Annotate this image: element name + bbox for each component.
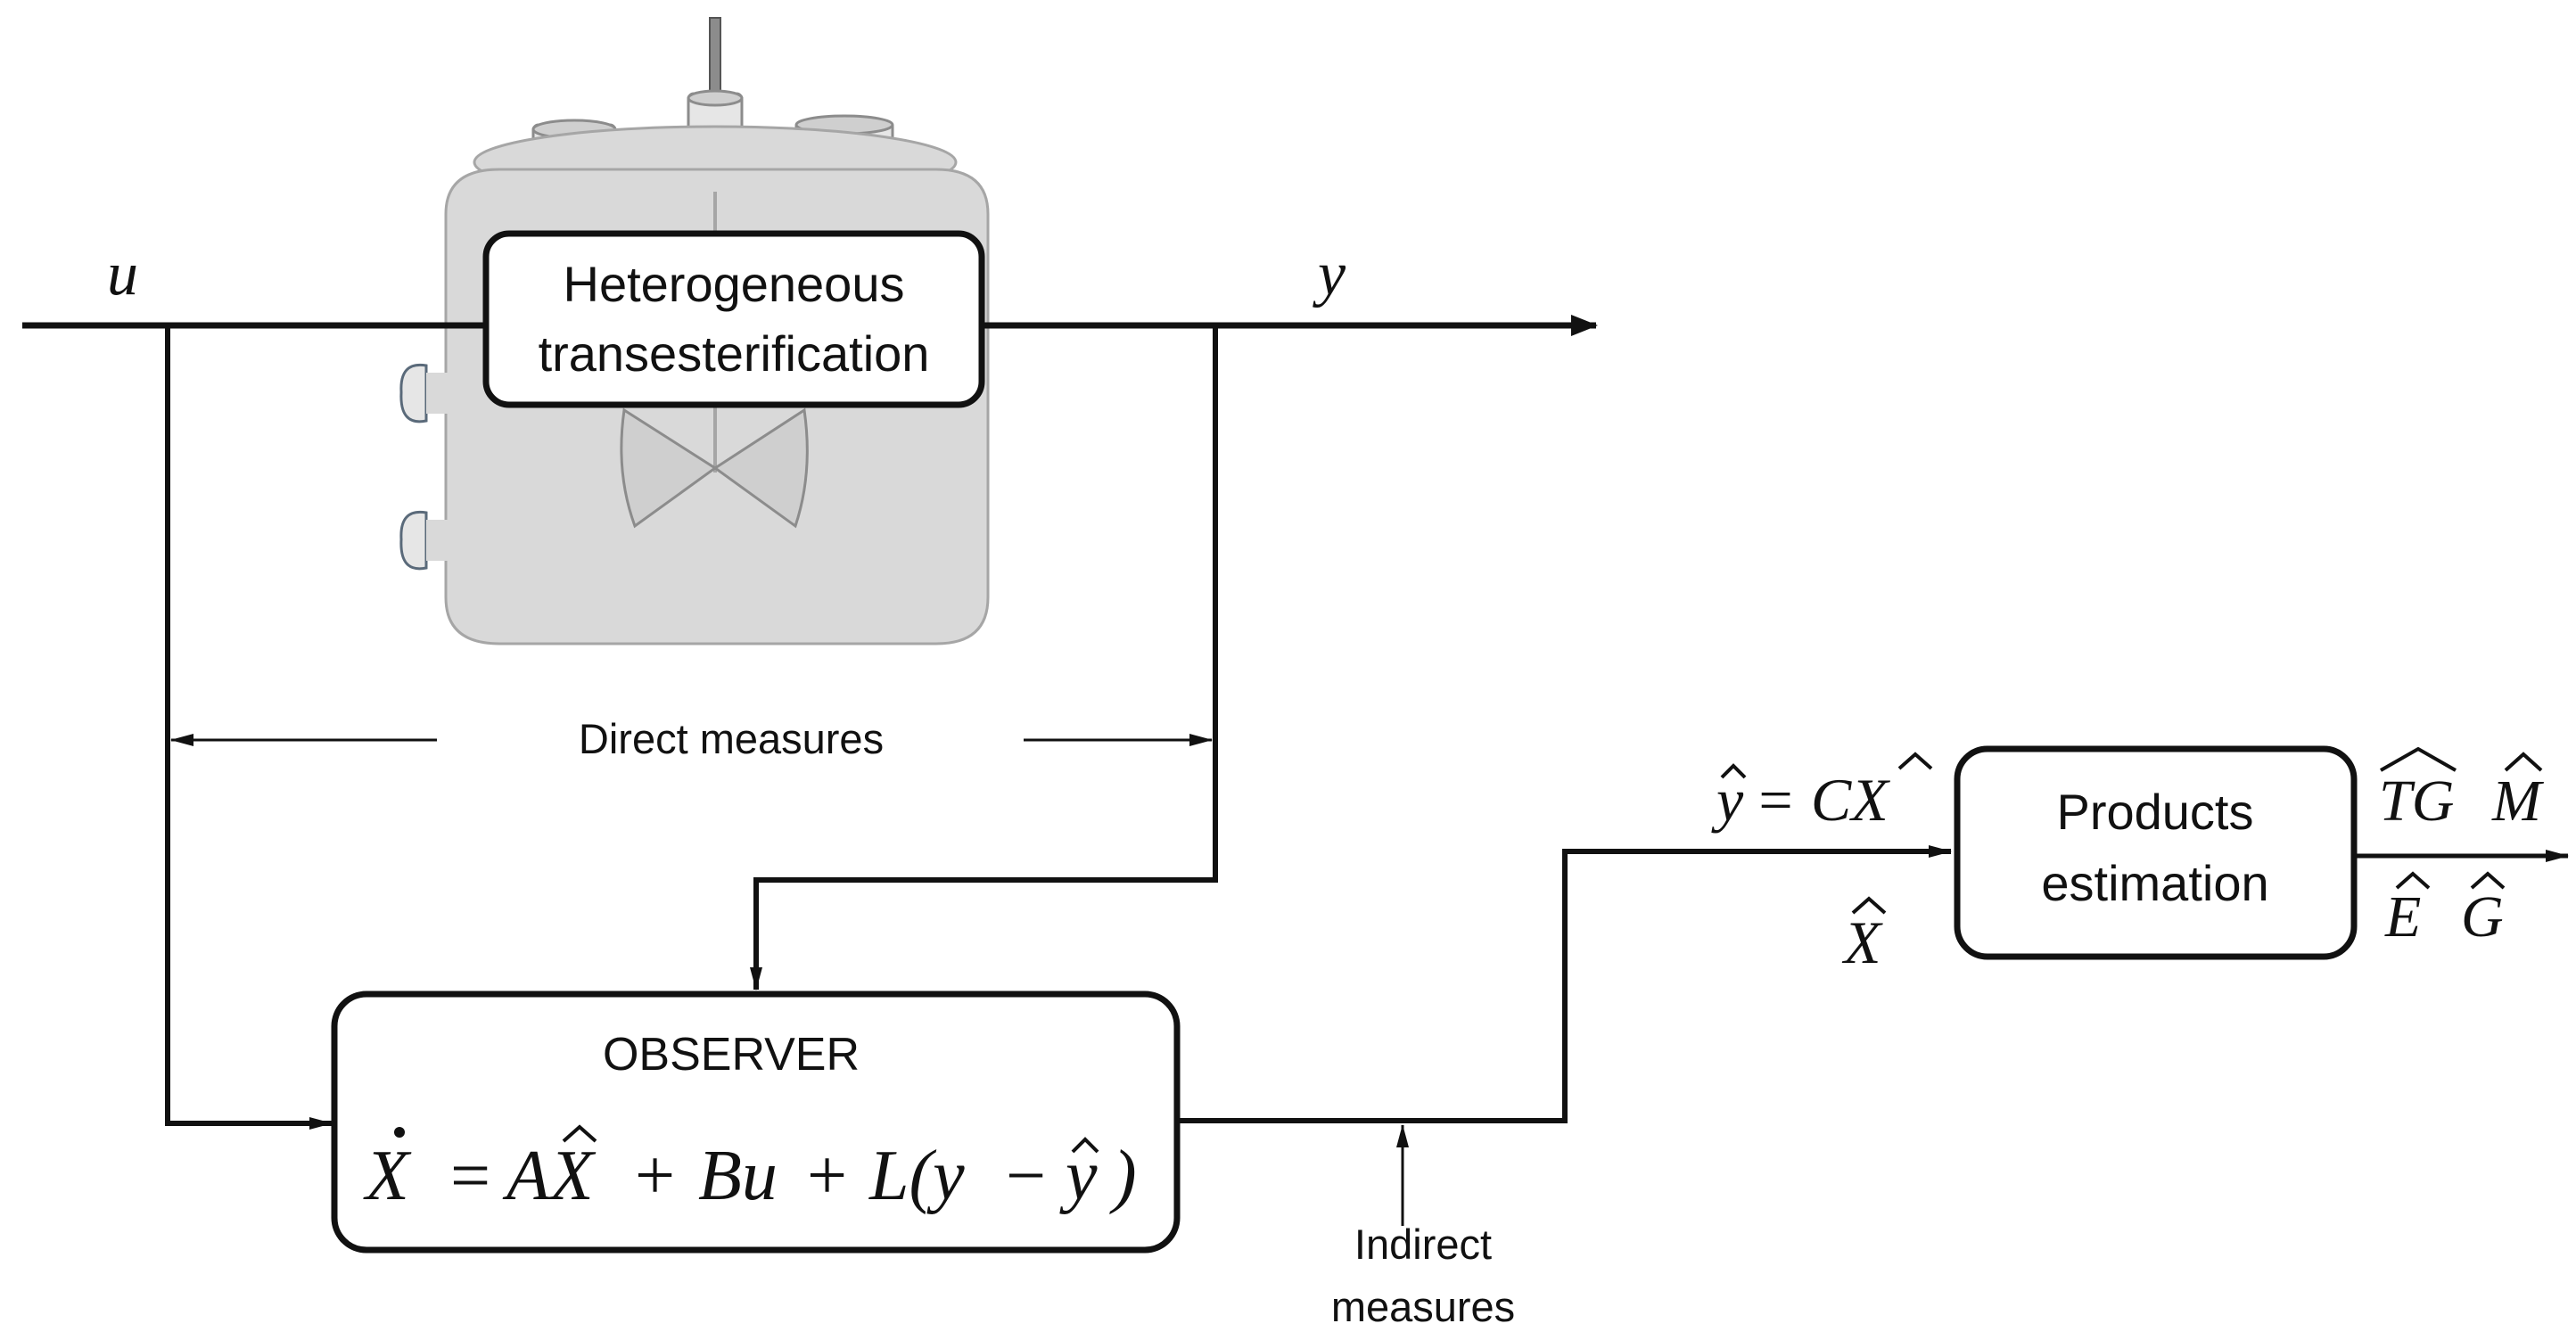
- reactor-label-line1: Heterogeneous: [564, 256, 905, 312]
- equation-equals: =: [450, 1137, 490, 1215]
- estimated-state-label: X: [1841, 908, 1883, 976]
- hat-over-e: [2395, 871, 2431, 890]
- product-tg-estimate: TG: [2379, 769, 2454, 834]
- direct-measures-label: Direct measures: [579, 715, 884, 762]
- estimation-label-line2: estimation: [2041, 855, 2268, 911]
- input-to-observer-line: [165, 325, 333, 1130]
- equation-lhs: X: [363, 1137, 412, 1215]
- equation-plus-1: +: [635, 1137, 675, 1215]
- hat-over-y: [1071, 1137, 1099, 1154]
- equation-y-hat: y: [1059, 1137, 1098, 1215]
- wide-hat-over-tg: [2380, 746, 2457, 772]
- hat-over-x: [562, 1124, 597, 1143]
- hat-over-estimated-output-x: [1897, 752, 1933, 770]
- hat-over-estimated-output: [1720, 763, 1747, 779]
- product-m-estimate: M: [2491, 769, 2545, 834]
- equation-term-bu: Bu: [698, 1137, 778, 1215]
- estimated-output-rhs: = CX: [1755, 766, 1890, 834]
- indirect-measures-label-line1: Indirect: [1354, 1221, 1492, 1268]
- hat-over-estimated-state: [1851, 896, 1887, 915]
- equation-term-l-open: L(y: [868, 1137, 965, 1215]
- hat-over-g: [2470, 871, 2506, 890]
- equation-minus: −: [1006, 1137, 1046, 1215]
- observer-to-estimation-line: [1177, 845, 1952, 1123]
- equation-close-paren: ): [1109, 1137, 1137, 1215]
- observer-equation: X = AX + Bu + L(y − y ): [363, 1124, 1137, 1215]
- hat-over-m: [2504, 752, 2543, 772]
- reactor-label-line2: transesterification: [539, 325, 930, 382]
- output-signal-label: y: [1313, 240, 1346, 308]
- derivative-dot: [394, 1127, 405, 1138]
- product-e-estimate: E: [2384, 884, 2421, 950]
- equation-plus-2: +: [807, 1137, 847, 1215]
- reactor-block: Heterogeneous transesterification: [482, 230, 985, 408]
- input-signal-label: u: [107, 240, 138, 308]
- estimated-output-lhs: y: [1711, 766, 1744, 834]
- products-estimation-block: Products estimation: [1954, 745, 2358, 960]
- estimation-label-line1: Products: [2057, 784, 2254, 840]
- observer-block: OBSERVER X = AX + Bu + L(y − y ): [331, 991, 1181, 1254]
- product-g-estimate: G: [2461, 884, 2504, 950]
- indirect-measures-label-line2: measures: [1331, 1283, 1515, 1330]
- equation-term-ax: AX: [502, 1137, 597, 1215]
- observer-title: OBSERVER: [603, 1029, 860, 1081]
- output-to-observer-line: [750, 325, 1218, 991]
